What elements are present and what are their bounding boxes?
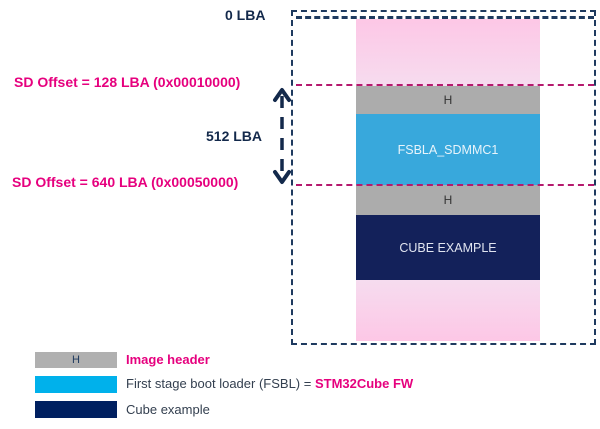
- lba-0-marker-line: [296, 16, 594, 19]
- offset-640-label: SD Offset = 640 LBA (0x00050000): [12, 174, 239, 190]
- cube-block-label: CUBE EXAMPLE: [399, 240, 497, 255]
- span-512-lba-label: 512 LBA: [206, 128, 263, 144]
- offset-640-marker-line: [296, 184, 594, 186]
- fsbl-block-label: FSBLA_SDMMC1: [397, 142, 499, 157]
- header-block-label: H: [443, 193, 453, 207]
- legend-swatch-header-text: H: [72, 354, 80, 366]
- header-block-label: H: [443, 93, 453, 107]
- arrow-head-down: [273, 170, 291, 184]
- double-arrow-icon: [273, 88, 291, 184]
- image-header-block-1: H: [356, 86, 540, 114]
- legend-swatch-header: H: [35, 352, 117, 368]
- legend-fsbl-prefix: First stage boot loader (FSBL) =: [126, 376, 315, 391]
- fsbl-block: FSBLA_SDMMC1: [356, 114, 540, 185]
- offset-128-marker-line: [296, 84, 594, 86]
- legend-label-header: Image header: [126, 352, 210, 367]
- sd-card-memory-map-frame: [291, 10, 596, 345]
- image-header-block-2: H: [356, 185, 540, 215]
- arrow-head-up: [273, 88, 291, 102]
- offset-128-label: SD Offset = 128 LBA (0x00010000): [14, 74, 241, 90]
- legend-fsbl-emphasis: STM32Cube FW: [314, 376, 414, 391]
- legend-label-cube: Cube example: [126, 402, 210, 417]
- legend-swatch-cube: [35, 401, 117, 418]
- free-area-top: [356, 19, 540, 86]
- legend-swatch-fsbl: [35, 376, 117, 393]
- lba-0-label: 0 LBA: [225, 7, 266, 23]
- cube-example-block: CUBE EXAMPLE: [356, 215, 540, 280]
- legend-label-fsbl: First stage boot loader (FSBL) = STM32Cu…: [126, 376, 413, 391]
- free-area-bottom: [356, 280, 540, 341]
